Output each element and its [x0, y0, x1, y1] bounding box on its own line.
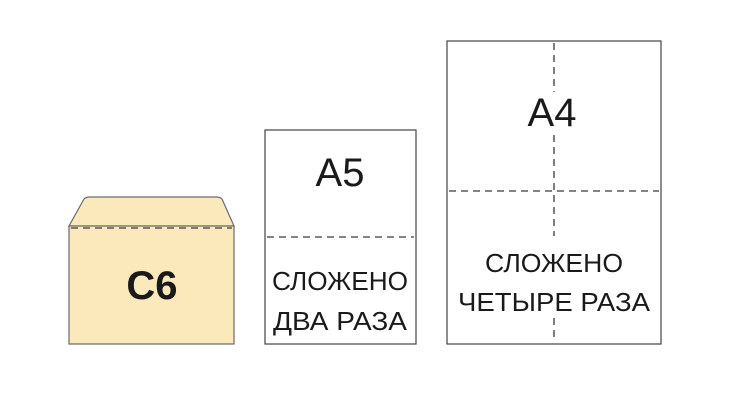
sheet-a5-caption-line-2: ДВА РАЗА	[273, 306, 408, 336]
sheet-a5-caption-line-1: СЛОЖЕНО	[272, 266, 408, 296]
envelope-body	[68, 225, 235, 345]
envelope-c6: C6	[67, 196, 235, 345]
sheet-a5-label: A5	[316, 151, 365, 195]
sheet-a4-caption-line-2: ЧЕТЫРЕ РАЗА	[458, 287, 651, 317]
envelope-label: C6	[126, 264, 177, 308]
sheet-a4: A4 СЛОЖЕНО ЧЕТЫРЕ РАЗА	[446, 40, 662, 345]
sheet-a4-label: A4	[528, 91, 577, 135]
envelope-flap	[67, 196, 235, 227]
sheet-a4-caption-line-1: СЛОЖЕНО	[485, 248, 623, 278]
sheet-a5: A5 СЛОЖЕНО ДВА РАЗА	[264, 129, 417, 345]
